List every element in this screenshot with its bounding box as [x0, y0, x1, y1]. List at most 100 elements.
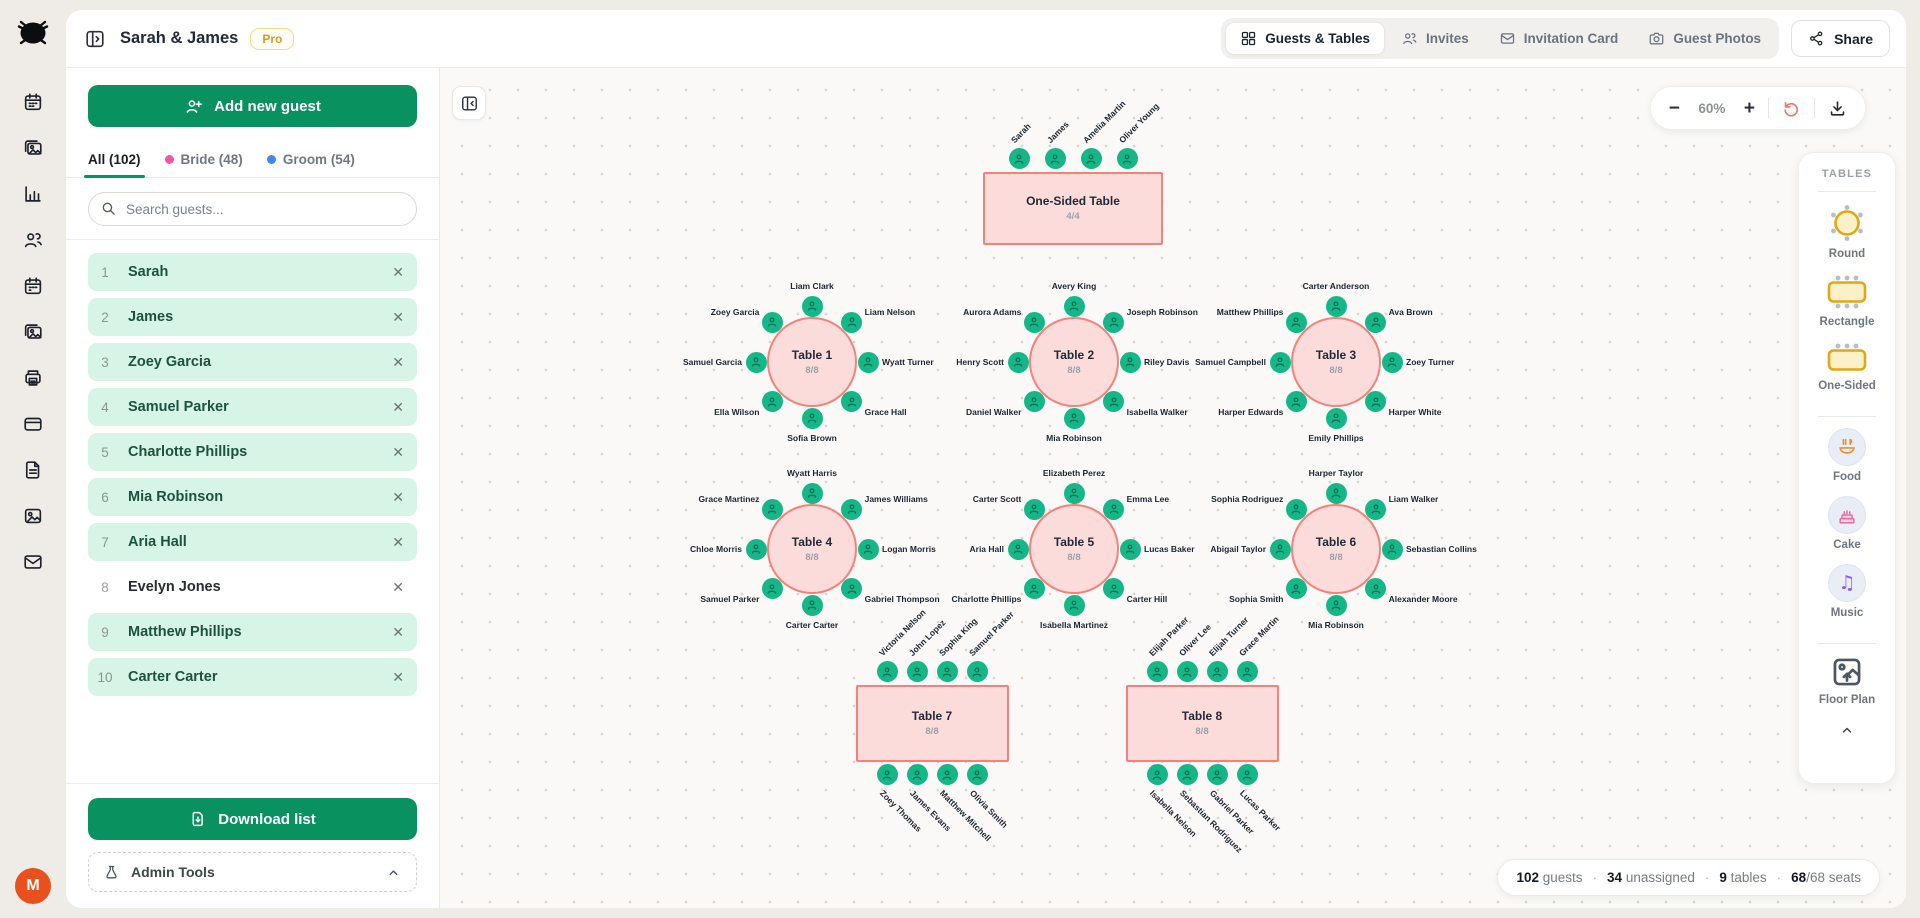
panel-toggle-icon[interactable] — [84, 28, 106, 50]
seat-guest[interactable] — [1285, 578, 1307, 600]
seat-guest[interactable] — [857, 538, 879, 560]
seat-guest[interactable] — [1381, 538, 1403, 560]
seat-guest[interactable] — [1206, 764, 1228, 785]
search-input[interactable] — [88, 192, 417, 226]
seat-guest[interactable] — [1381, 351, 1403, 373]
remove-guest-icon[interactable]: ✕ — [392, 263, 404, 280]
seat-guest[interactable] — [1325, 482, 1347, 504]
zoom-in-button[interactable]: + — [1743, 97, 1755, 119]
seat-guest[interactable] — [745, 351, 767, 373]
seat-guest[interactable] — [1063, 594, 1085, 616]
seat-guest[interactable] — [801, 295, 823, 317]
seat-guest[interactable] — [1023, 311, 1045, 333]
palette-floor-plan[interactable]: Floor Plan — [1819, 655, 1875, 706]
app-logo-beetle-icon[interactable] — [13, 12, 53, 57]
user-avatar[interactable]: M — [15, 868, 51, 904]
bar-chart-icon[interactable] — [22, 183, 44, 205]
share-button[interactable]: Share — [1791, 20, 1890, 57]
remove-guest-icon[interactable]: ✕ — [392, 398, 404, 415]
images-icon[interactable] — [22, 321, 44, 343]
seat-guest[interactable] — [857, 351, 879, 373]
seat-guest[interactable] — [1007, 538, 1029, 560]
printer-icon[interactable] — [22, 367, 44, 389]
tab-invites[interactable]: Invites — [1387, 23, 1483, 54]
palette-cake[interactable]: Cake — [1828, 496, 1866, 551]
tab-guests-tables[interactable]: Guests & Tables — [1225, 22, 1386, 55]
palette-music[interactable]: ♫ Music — [1828, 564, 1866, 619]
calendar-icon[interactable] — [22, 91, 44, 113]
credit-card-icon[interactable] — [22, 413, 44, 435]
seat-guest[interactable] — [906, 764, 928, 785]
collapse-panel-button[interactable] — [452, 86, 486, 120]
seat-guest[interactable] — [1325, 407, 1347, 429]
seat-guest[interactable] — [761, 311, 783, 333]
seat-guest[interactable] — [1176, 764, 1198, 785]
seat-guest[interactable] — [936, 661, 958, 682]
seat-guest[interactable] — [745, 538, 767, 560]
seat-guest[interactable] — [876, 764, 898, 785]
image-icon[interactable] — [22, 505, 44, 527]
zoom-out-button[interactable]: − — [1668, 97, 1680, 119]
seat-guest[interactable] — [1063, 295, 1085, 317]
seat-guest[interactable] — [801, 482, 823, 504]
users-icon[interactable] — [22, 229, 44, 251]
seat-guest[interactable] — [1023, 391, 1045, 413]
seat-guest[interactable] — [761, 498, 783, 520]
seat-guest[interactable] — [801, 594, 823, 616]
seat-guest[interactable] — [1365, 391, 1387, 413]
seat-guest[interactable] — [761, 578, 783, 600]
seat-guest[interactable] — [1119, 351, 1141, 373]
seat-guest[interactable] — [1023, 578, 1045, 600]
admin-tools-button[interactable]: Admin Tools — [88, 852, 417, 892]
seat-guest[interactable] — [1236, 661, 1258, 682]
seat-guest[interactable] — [1023, 498, 1045, 520]
seat-guest[interactable] — [1269, 351, 1291, 373]
palette-one-sided-table[interactable]: One-Sided — [1818, 341, 1876, 392]
remove-guest-icon[interactable]: ✕ — [392, 578, 404, 595]
seat-guest[interactable] — [936, 764, 958, 785]
seat-guest[interactable] — [1365, 311, 1387, 333]
seat-guest[interactable] — [966, 764, 988, 785]
mail-icon[interactable] — [22, 551, 44, 573]
seat-guest[interactable] — [841, 578, 863, 600]
palette-round-table[interactable]: Round — [1827, 203, 1867, 260]
seat-guest[interactable] — [1269, 538, 1291, 560]
download-list-button[interactable]: Download list — [88, 798, 417, 840]
seat-guest[interactable] — [841, 311, 863, 333]
palette-food[interactable]: Food — [1828, 428, 1866, 483]
seat-guest[interactable] — [1285, 391, 1307, 413]
seat-guest[interactable] — [1325, 594, 1347, 616]
seat-guest[interactable] — [1365, 498, 1387, 520]
seat-guest[interactable] — [1119, 538, 1141, 560]
remove-guest-icon[interactable]: ✕ — [392, 308, 404, 325]
tab-invitation-card[interactable]: Invitation Card — [1485, 23, 1633, 54]
seat-guest[interactable] — [761, 391, 783, 413]
palette-rectangle-table[interactable]: Rectangle — [1820, 273, 1874, 328]
seat-guest[interactable] — [1080, 148, 1102, 169]
seat-guest[interactable] — [1044, 148, 1066, 169]
seat-guest[interactable] — [1103, 498, 1125, 520]
seat-guest[interactable] — [1008, 148, 1030, 169]
images-icon[interactable] — [22, 137, 44, 159]
palette-collapse-chevron[interactable] — [1838, 721, 1856, 744]
remove-guest-icon[interactable]: ✕ — [392, 443, 404, 460]
add-new-guest-button[interactable]: Add new guest — [88, 85, 417, 127]
filter-tab-all[interactable]: All (102) — [84, 142, 145, 178]
filter-tab-groom[interactable]: Groom (54) — [266, 142, 355, 177]
seat-guest[interactable] — [1063, 482, 1085, 504]
remove-guest-icon[interactable]: ✕ — [392, 488, 404, 505]
seat-guest[interactable] — [841, 498, 863, 520]
seat-guest[interactable] — [1285, 498, 1307, 520]
seat-guest[interactable] — [1007, 351, 1029, 373]
seat-guest[interactable] — [1285, 311, 1307, 333]
